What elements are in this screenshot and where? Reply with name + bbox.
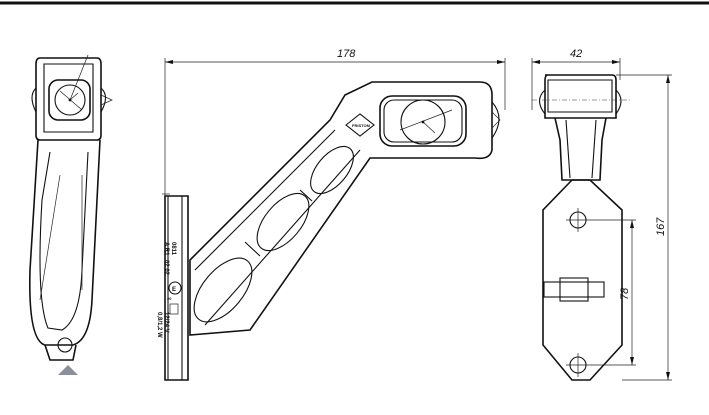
marking-line3: 02 02	[163, 260, 169, 276]
side-view: 42 167 78	[531, 48, 672, 381]
main-view: FRISTOM 0811 A R1 02 02 12/24 V 0,8/1,2 …	[156, 48, 506, 381]
dimension-42: 42	[570, 48, 582, 60]
approval-number: 20	[167, 296, 172, 301]
logo-text: FRISTOM	[352, 123, 371, 128]
approval-mark: E	[172, 287, 176, 293]
marking-line4: 12/24 V	[163, 312, 169, 333]
dimension-167: 167	[655, 217, 667, 236]
marking-line1: 0811	[170, 242, 176, 256]
dimension-78: 78	[619, 287, 631, 300]
marking-line5: 0,8/1,2 W	[156, 312, 162, 338]
front-view	[28, 54, 113, 375]
dimension-178: 178	[337, 48, 356, 60]
marking-line2: A R1	[163, 242, 169, 256]
